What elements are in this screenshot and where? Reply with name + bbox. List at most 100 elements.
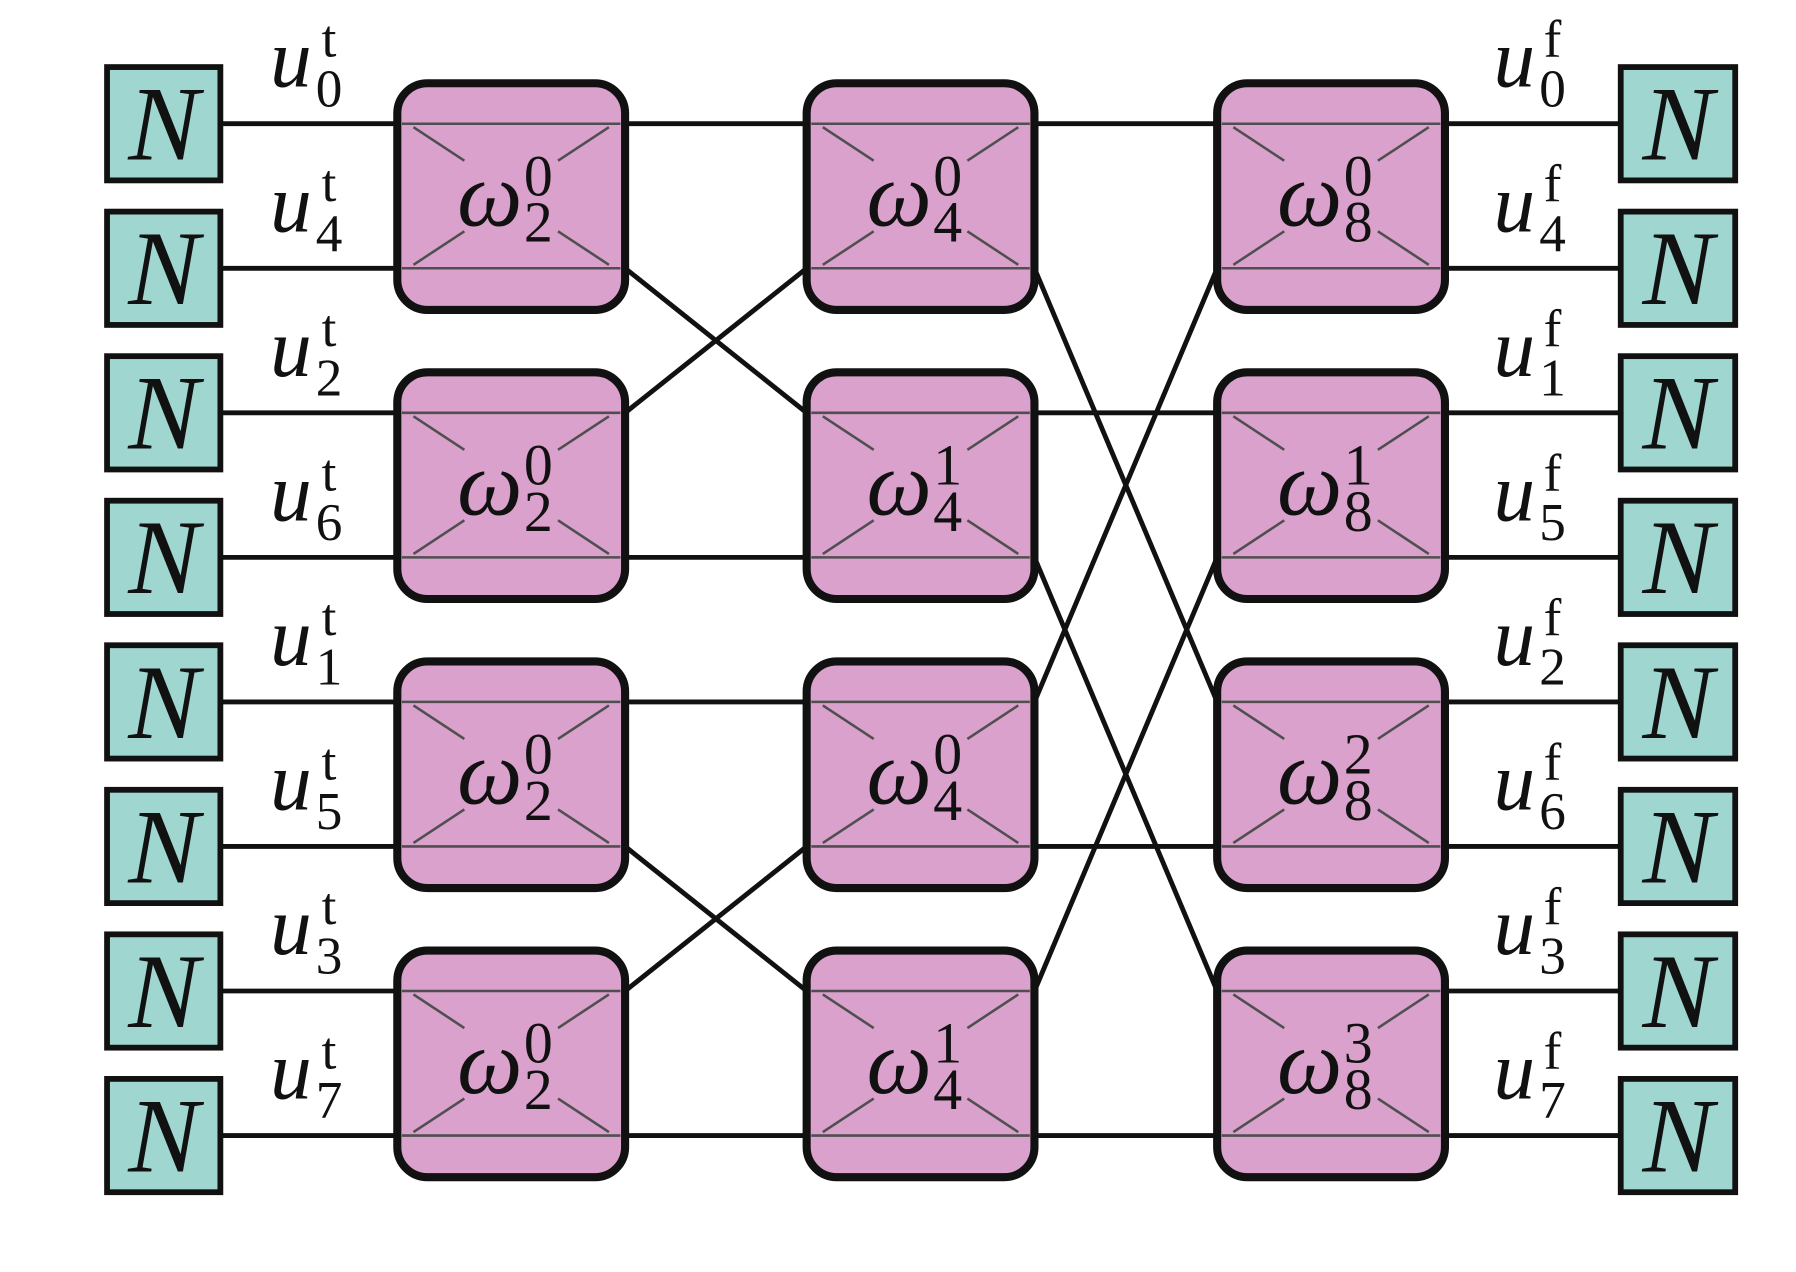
twiddle-symbol: ω [867,144,932,246]
twiddle-subscript: 8 [1344,768,1373,833]
output-node-7: N [1617,1075,1739,1195]
twiddle-symbol: ω [457,434,522,536]
label-subscript: 3 [316,927,343,986]
block-cross-bottom-left [412,1097,466,1134]
node-symbol: N [127,66,204,184]
input-node-3: N [104,497,224,617]
twiddle-subscript: 2 [524,1057,553,1122]
block-frame [393,79,630,314]
block-cross-bottom-right [1377,808,1430,845]
node-box [104,64,224,184]
node-symbol: N [127,788,204,906]
label-subscript: 1 [1539,348,1566,407]
block-cross-bottom-left [822,1097,875,1134]
twiddle-superscript: 0 [524,1011,553,1076]
node-box [1617,931,1739,1051]
twiddle-symbol: ω [1277,144,1342,246]
twiddle-subscript: 2 [524,190,553,255]
node-symbol: N [1641,644,1718,762]
label-subscript: 5 [1539,493,1566,552]
node-box [1617,786,1739,907]
label-superscript: t [322,299,337,358]
label-base: u [270,447,312,539]
input-node-0: N [104,64,224,184]
block-cross-bottom-left [822,808,875,845]
block-cross-top-left [1232,415,1285,451]
twiddle-symbol: ω [867,1012,932,1114]
block-cross-top-right [1377,126,1430,162]
block-cross-top-right [966,993,1019,1030]
twiddle-subscript: 2 [524,479,553,544]
wire-stage1-stage2-2-1 [623,266,809,415]
twiddle-superscript: 0 [933,143,962,208]
node-symbol: N [1641,355,1718,473]
node-symbol: N [127,933,204,1051]
output-node-4: N [1617,642,1739,762]
output-node-0: N [1617,64,1739,184]
label-base: u [1494,303,1536,395]
block-frame [1213,657,1450,893]
block-cross-top-right [557,993,610,1030]
label-superscript: t [322,732,337,791]
node-symbol: N [1641,1077,1718,1195]
node-box [104,497,224,617]
twiddle-subscript: 4 [933,768,962,833]
node-symbol: N [1641,788,1718,906]
label-superscript: t [322,154,337,213]
label-base: u [270,592,312,684]
block-cross-bottom-right [557,519,610,555]
block-cross-top-right [557,126,610,162]
block-cross-bottom-right [966,808,1019,845]
node-box [1617,497,1739,617]
label-base: u [1494,592,1536,684]
twiddle-superscript: 0 [933,722,962,787]
block-cross-bottom-right [1377,230,1430,266]
label-superscript: t [322,443,337,502]
block-cross-bottom-right [966,230,1019,266]
label-superscript: t [322,10,337,69]
node-symbol: N [1641,66,1718,184]
block-cross-top-left [822,415,875,451]
label-subscript: 0 [1539,59,1566,118]
label-base: u [270,158,312,250]
twiddle-symbol: ω [867,723,932,825]
label-base: u [1494,447,1536,539]
twiddle-subscript: 8 [1344,1057,1373,1122]
label-subscript: 1 [316,638,343,697]
output-node-2: N [1617,353,1739,473]
twiddle-symbol: ω [1277,434,1342,536]
block-cross-top-left [412,415,466,451]
block-cross-top-left [412,704,466,740]
block-cross-bottom-right [1377,519,1430,555]
wires [220,121,1621,1138]
node-symbol: N [1641,499,1718,617]
block-frame [393,946,630,1182]
wire-stage1-stage2-6-5 [623,844,809,993]
node-symbol: N [127,355,204,473]
label-subscript: 5 [316,782,343,841]
twiddle-superscript: 1 [933,1011,962,1076]
block-cross-top-left [412,126,466,162]
label-base: u [1494,881,1536,973]
node-box [104,931,224,1051]
block-cross-top-right [1377,993,1430,1030]
twiddle-symbol: ω [457,1012,522,1114]
block-cross-top-left [822,704,875,740]
block-cross-top-right [1377,415,1430,451]
twiddle-superscript: 2 [1344,722,1373,787]
